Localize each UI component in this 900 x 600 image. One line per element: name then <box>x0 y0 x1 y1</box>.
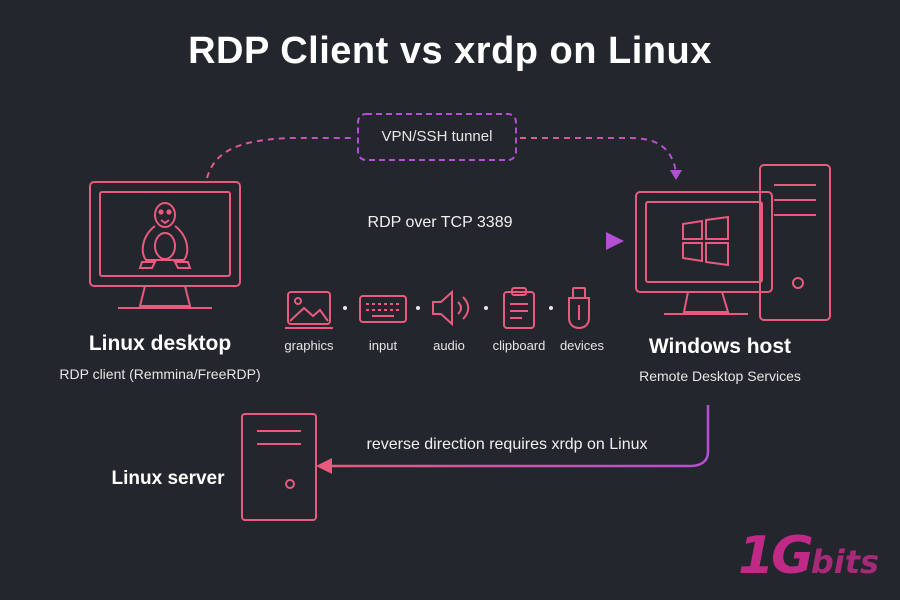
windows-host-subtitle: Remote Desktop Services <box>639 368 801 384</box>
reverse-arrowhead <box>316 458 332 474</box>
feature-label-graphics: graphics <box>284 338 334 353</box>
page-title: RDP Client vs xrdp on Linux <box>188 30 712 72</box>
feature-label-clipboard: clipboard <box>492 338 546 353</box>
tunnel-box <box>357 113 517 161</box>
feature-separator-dot <box>549 306 553 310</box>
reverse-direction-label: reverse direction requires xrdp on Linux <box>366 436 648 453</box>
brand-logo-mark: 1G <box>738 526 814 586</box>
windows-logo-icon <box>682 215 729 267</box>
tunnel-arrowhead <box>670 170 682 180</box>
feature-label-devices: devices <box>559 338 605 353</box>
reverse-arrow-path <box>330 405 710 468</box>
brand-logo-word: bits <box>810 543 880 581</box>
rdp-arrowhead <box>606 232 624 250</box>
rdp-arrow-label: RDP over TCP 3389 <box>367 214 513 231</box>
feature-separator-dot <box>484 306 488 310</box>
keyboard-icon <box>359 295 407 323</box>
speaker-icon <box>432 289 470 327</box>
feature-label-audio: audio <box>433 338 465 353</box>
linux-penguin-icon <box>138 202 192 269</box>
brand-logo: 1Gbits <box>738 526 879 586</box>
linux-server-icon <box>241 413 317 521</box>
windows-host-monitor <box>635 191 773 315</box>
linux-server-title: Linux server <box>111 468 225 489</box>
tunnel-path <box>206 137 677 179</box>
usb-icon <box>568 287 590 330</box>
feature-separator-dot <box>416 306 420 310</box>
windows-host-title: Windows host <box>648 335 792 358</box>
feature-label-input: input <box>368 338 398 353</box>
tunnel-label: VPN/SSH tunnel <box>381 128 493 145</box>
windows-tower-icon <box>759 164 831 321</box>
linux-desktop-subtitle: RDP client (Remmina/FreeRDP) <box>59 366 261 382</box>
linux-desktop-title: Linux desktop <box>88 332 232 355</box>
clipboard-icon <box>503 287 535 329</box>
image-icon <box>285 291 333 329</box>
linux-desktop-monitor <box>89 181 241 309</box>
feature-separator-dot <box>343 306 347 310</box>
